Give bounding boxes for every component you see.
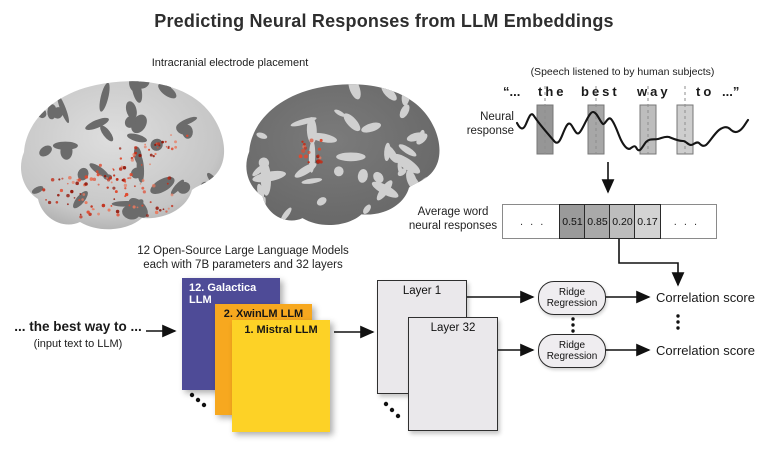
electrode-dots	[298, 138, 323, 164]
ellipsis-right: . . .	[673, 215, 699, 228]
quote-word-to: to	[696, 84, 715, 99]
brain-left-hemisphere-image	[20, 81, 225, 230]
flow-arrows	[146, 162, 685, 357]
layer-card-label: Layer 32	[430, 322, 476, 334]
brain-right-hemisphere-image	[246, 84, 440, 226]
layer-32-card: Layer 32	[408, 317, 498, 431]
response-cell: 0.51	[559, 204, 586, 239]
response-cell: 0.85	[584, 204, 611, 239]
llm-card-label: 12. Galactica LLM	[189, 282, 257, 306]
correlation-score-2: Correlation score	[656, 343, 755, 358]
quote-open: “...	[503, 84, 521, 99]
ellipsis-dots	[189, 314, 680, 419]
electrode-dots	[42, 134, 189, 219]
quote-close: ...”	[722, 84, 740, 99]
quote-word-way: way	[637, 84, 671, 99]
quote-word-the: the	[538, 84, 567, 99]
llm-input-text: ... the best way to ...	[14, 319, 142, 334]
neural-response-vector: . . . 0.51 0.85 0.20 0.17 . . .	[502, 204, 717, 239]
llm-card-label: 2. XwinLM LLM	[223, 308, 304, 320]
llm-card-label: 1. Mistral LLM	[244, 324, 318, 336]
llm-input-caption: (input text to LLM)	[33, 338, 123, 350]
quote-word-best: best	[581, 84, 620, 99]
figure-title: Predicting Neural Responses from LLM Emb…	[154, 11, 614, 31]
response-cell: 0.17	[634, 204, 661, 239]
speech-caption: (Speech listened to by human subjects)	[530, 66, 715, 78]
brain-sulci-pattern	[20, 81, 222, 220]
llm-card-mistral: 1. Mistral LLM	[232, 320, 330, 432]
response-cell: 0.20	[609, 204, 636, 239]
neural-waveform	[515, 110, 750, 152]
arrow-vector-to-correlation	[618, 238, 685, 287]
ellipsis-left: . . .	[520, 215, 546, 228]
electrode-placement-caption: Intracranial electrode placement	[151, 57, 309, 69]
correlation-score-1: Correlation score	[656, 290, 755, 305]
layer-card-label: Layer 1	[402, 285, 442, 297]
